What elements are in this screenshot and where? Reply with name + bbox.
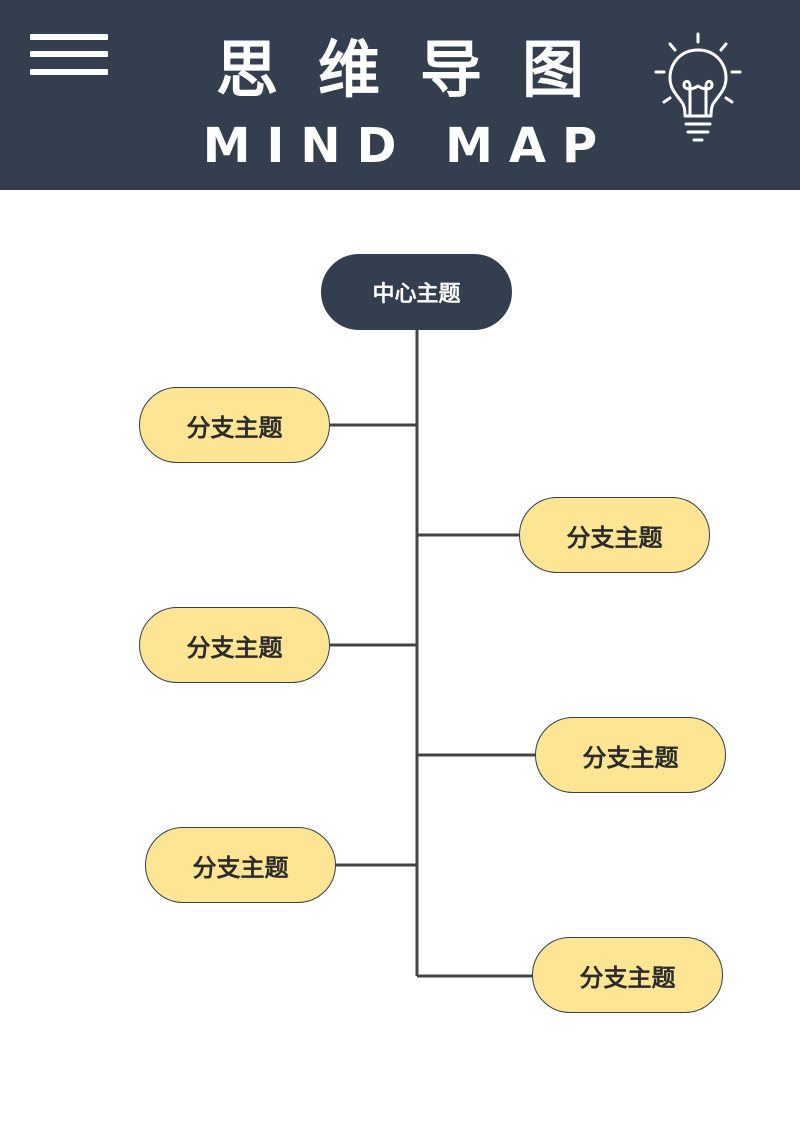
hamburger-menu-icon: [30, 34, 108, 76]
branch-topic-node-6[interactable]: 分支主题: [532, 937, 723, 1013]
branch-topic-node-2[interactable]: 分支主题: [519, 497, 710, 573]
title-english: MIND MAP: [202, 118, 614, 174]
center-topic-node[interactable]: 中心主题: [321, 254, 512, 330]
branch-topic-node-5[interactable]: 分支主题: [145, 827, 336, 903]
branch-topic-node-3[interactable]: 分支主题: [139, 607, 330, 683]
branch-topic-node-4[interactable]: 分支主题: [535, 717, 726, 793]
branch-topic-node-1[interactable]: 分支主题: [139, 387, 330, 463]
lightbulb-icon: [654, 32, 742, 142]
header-banner: 思维导图 MIND MAP: [0, 0, 800, 190]
title-chinese: 思维导图: [215, 33, 624, 106]
